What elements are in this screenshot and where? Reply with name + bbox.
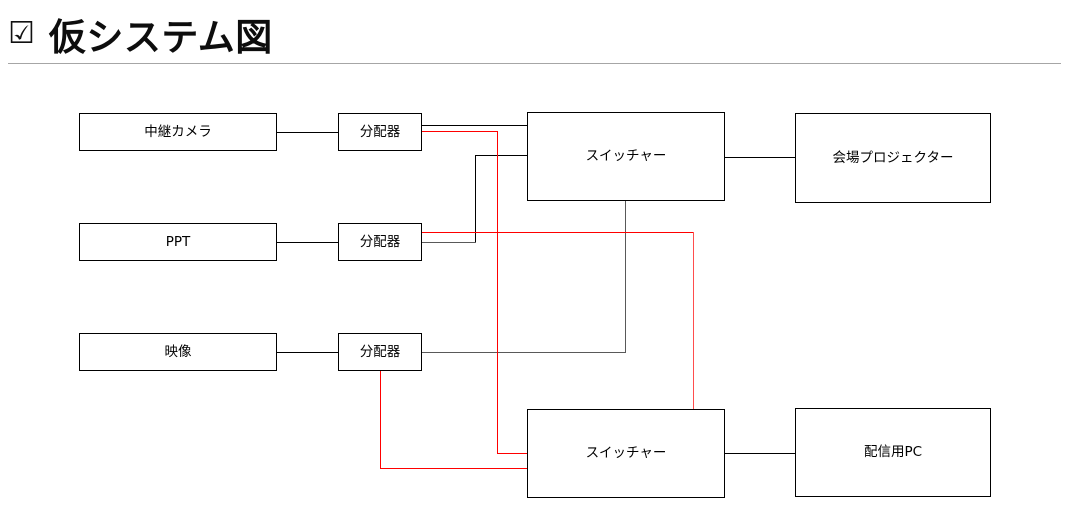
wire-switcher-bottom-to-pc <box>725 453 795 454</box>
node-label-switcher-bottom: スイッチャー <box>585 445 667 462</box>
node-label-splitter-3: 分配器 <box>359 343 401 360</box>
wire-splitter3-red-into-sw2 <box>380 468 528 469</box>
wire-switcher-top-to-projector <box>725 157 795 158</box>
node-label-video: 映像 <box>164 343 192 360</box>
node-label-streaming-pc: 配信用PC <box>863 444 923 461</box>
wire-splitter2-up-into-switcher <box>475 155 528 156</box>
node-splitter-3[interactable]: 分配器 <box>338 333 422 371</box>
wire-splitter1-to-switcher-top <box>422 125 527 126</box>
node-venue-projector[interactable]: 会場プロジェクター <box>795 113 991 203</box>
wire-camera-to-splitter1 <box>277 132 338 133</box>
node-splitter-1[interactable]: 分配器 <box>338 113 422 151</box>
checked-box-icon: ☑ <box>8 16 35 51</box>
slide-header: ☑ 仮システム図 <box>0 0 1069 68</box>
wire-switcher-top-gray-down <box>625 201 626 352</box>
page-title: ☑ 仮システム図 <box>8 8 273 60</box>
wire-splitter3-red-down <box>380 371 381 468</box>
node-streaming-pc[interactable]: 配信用PC <box>795 408 991 497</box>
wire-splitter2-up-run <box>475 155 476 242</box>
node-splitter-2[interactable]: 分配器 <box>338 223 422 261</box>
wire-ppt-to-splitter2 <box>277 242 338 243</box>
wire-splitter1-red-into-sw2 <box>497 453 528 454</box>
header-divider <box>8 63 1061 64</box>
node-label-splitter-1: 分配器 <box>359 123 401 140</box>
node-relay-camera[interactable]: 中継カメラ <box>79 113 277 151</box>
wire-splitter2-gray-out <box>422 242 476 243</box>
wire-splitter2-red-out <box>422 232 694 233</box>
node-ppt[interactable]: PPT <box>79 223 277 261</box>
wire-splitter2-red-down <box>693 232 694 410</box>
node-label-switcher-top: スイッチャー <box>585 148 667 165</box>
wire-splitter3-gray-to-switcher <box>422 352 626 353</box>
node-video[interactable]: 映像 <box>79 333 277 371</box>
node-label-splitter-2: 分配器 <box>359 233 401 250</box>
node-label-relay-camera: 中継カメラ <box>144 123 212 140</box>
page-title-text: 仮システム図 <box>48 16 273 59</box>
node-switcher-bottom[interactable]: スイッチャー <box>527 409 725 498</box>
node-switcher-top[interactable]: スイッチャー <box>527 112 725 201</box>
node-label-venue-projector: 会場プロジェクター <box>832 149 954 166</box>
node-label-ppt: PPT <box>165 233 191 250</box>
wire-video-to-splitter3 <box>277 352 338 353</box>
wire-splitter1-red-down <box>497 131 498 453</box>
wire-splitter1-red-out <box>422 131 498 132</box>
